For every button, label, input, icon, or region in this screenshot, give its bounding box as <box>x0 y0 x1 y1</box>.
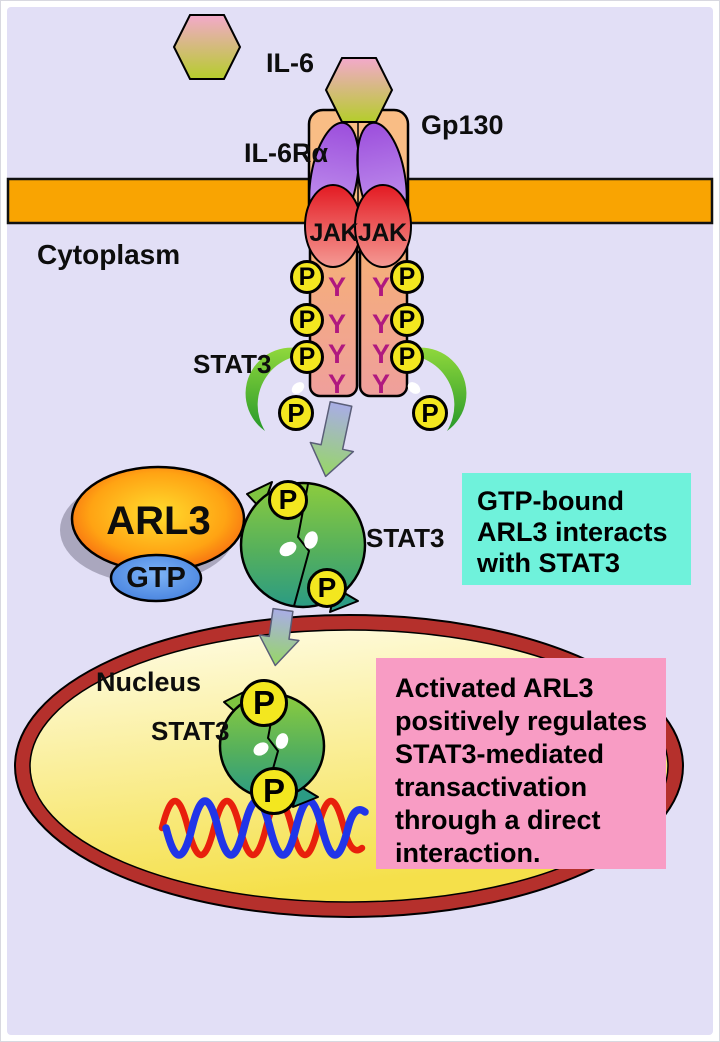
dna-helix <box>158 797 369 859</box>
phosphate-badge: P <box>290 260 324 294</box>
tyrosine-residue: Y <box>371 338 391 369</box>
phosphate-badge: P <box>278 395 314 431</box>
callout-activated-arl3: Activated ARL3 positively regulates STAT… <box>376 658 666 869</box>
nucleus-label: Nucleus <box>96 667 202 697</box>
tyrosine-residue: Y <box>371 308 391 339</box>
arrow-to-dimer <box>309 400 355 478</box>
jak-right-label: JAK <box>358 219 407 247</box>
stat3-monomer-left <box>245 347 318 431</box>
callout-gtp-bound-arl3: GTP-bound ARL3 interacts with STAT3 <box>462 473 691 585</box>
phosphate-badge: P <box>390 260 424 294</box>
il6-ligand-free <box>172 14 242 80</box>
gtp-molecule <box>109 553 203 603</box>
dna-strand-red <box>158 797 366 859</box>
stat3-nucleus-label: STAT3 <box>151 716 230 746</box>
tyrosine-residue: Y <box>327 271 347 302</box>
phosphate-badge: P <box>412 395 448 431</box>
phosphate-badge: P <box>240 679 288 727</box>
stat3-notch-right <box>407 382 421 394</box>
gp130-label: Gp130 <box>421 110 504 140</box>
tyrosine-residue: Y <box>371 271 391 302</box>
tyrosine-residue: Y <box>327 338 347 369</box>
il6-label: IL-6 <box>266 48 315 78</box>
stat3-notch-left <box>291 382 305 394</box>
stat3-dimer-label: STAT3 <box>366 523 445 553</box>
tyrosine-residue: Y <box>371 368 391 399</box>
phosphate-badge: P <box>290 340 324 374</box>
arl3-label: ARL3 <box>106 499 211 543</box>
phosphate-badge: P <box>390 303 424 337</box>
stat3-monomer-right <box>394 347 467 431</box>
gtp-label: GTP <box>126 562 186 594</box>
arrow-to-nucleus <box>258 607 300 667</box>
il6ra-label: IL-6Rα <box>244 138 329 168</box>
jak-kinase-right <box>354 184 412 268</box>
dna-strand-blue <box>162 797 369 859</box>
gp130-receptor-complex <box>304 57 412 398</box>
stat3-receptor-label: STAT3 <box>193 349 272 379</box>
phosphate-badge: P <box>268 480 308 520</box>
jak-left-label: JAK <box>309 219 358 247</box>
phosphate-badge: P <box>390 340 424 374</box>
cytoplasm-label: Cytoplasm <box>37 239 181 270</box>
tyrosine-residue: Y <box>327 308 347 339</box>
phosphate-badge: P <box>307 568 347 608</box>
il6-ligand-bound <box>324 57 394 123</box>
phosphate-badge: P <box>250 767 298 815</box>
phosphate-badge: P <box>290 303 324 337</box>
tyrosine-residue: Y <box>327 368 347 399</box>
